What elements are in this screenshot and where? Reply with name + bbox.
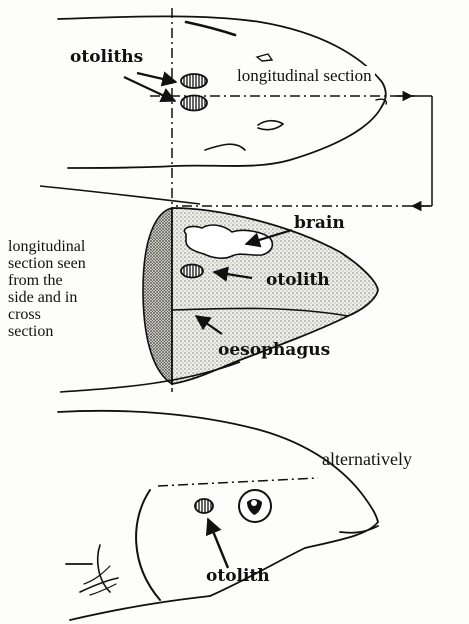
oesophagus-label: oesophagus bbox=[218, 340, 330, 360]
side-head-belly bbox=[70, 596, 210, 620]
brain-label: brain bbox=[294, 213, 345, 233]
gill-cover bbox=[136, 490, 160, 600]
otolith-mid-label: otolith bbox=[266, 270, 330, 290]
side-note-line: longitudinal bbox=[8, 238, 148, 255]
top-head-fin-stroke bbox=[186, 22, 235, 35]
otoliths-label: otoliths bbox=[70, 47, 143, 67]
otoliths-pointer-arrows bbox=[124, 73, 176, 101]
top-otolith-marks bbox=[181, 74, 207, 111]
section-connector bbox=[176, 96, 432, 206]
alt-section-line bbox=[158, 478, 318, 486]
side-view-fish-head bbox=[58, 411, 378, 620]
eye-icon bbox=[239, 490, 271, 522]
pectoral-fin-lower bbox=[80, 578, 118, 592]
side-note-line: cross bbox=[8, 306, 148, 323]
otolith-bottom-pointer-arrow bbox=[208, 519, 228, 568]
side-note-line: section seen bbox=[8, 255, 148, 272]
side-note-line: side and in bbox=[8, 289, 148, 306]
top-head-fold bbox=[205, 144, 245, 150]
top-head-outline-lower bbox=[68, 106, 382, 168]
otolith-upper-icon bbox=[181, 74, 207, 88]
longitudinal-section-label: longitudinal section bbox=[234, 66, 375, 86]
otolith-bottom-icon bbox=[195, 499, 213, 513]
otolith-mid-icon bbox=[181, 265, 203, 278]
otolith-lower-icon bbox=[181, 96, 207, 111]
side-note-label: longitudinal section seen from the side … bbox=[8, 238, 148, 340]
top-view-fish-head bbox=[58, 16, 386, 168]
side-note-line: from the bbox=[8, 272, 148, 289]
top-nostril-upper bbox=[257, 54, 272, 61]
alternatively-label: alternatively bbox=[322, 449, 412, 470]
otolith-bottom-label: otolith bbox=[206, 566, 270, 586]
side-note-line: section bbox=[8, 323, 148, 340]
top-nostril-lower bbox=[258, 121, 283, 130]
middle-back-line bbox=[40, 186, 200, 204]
